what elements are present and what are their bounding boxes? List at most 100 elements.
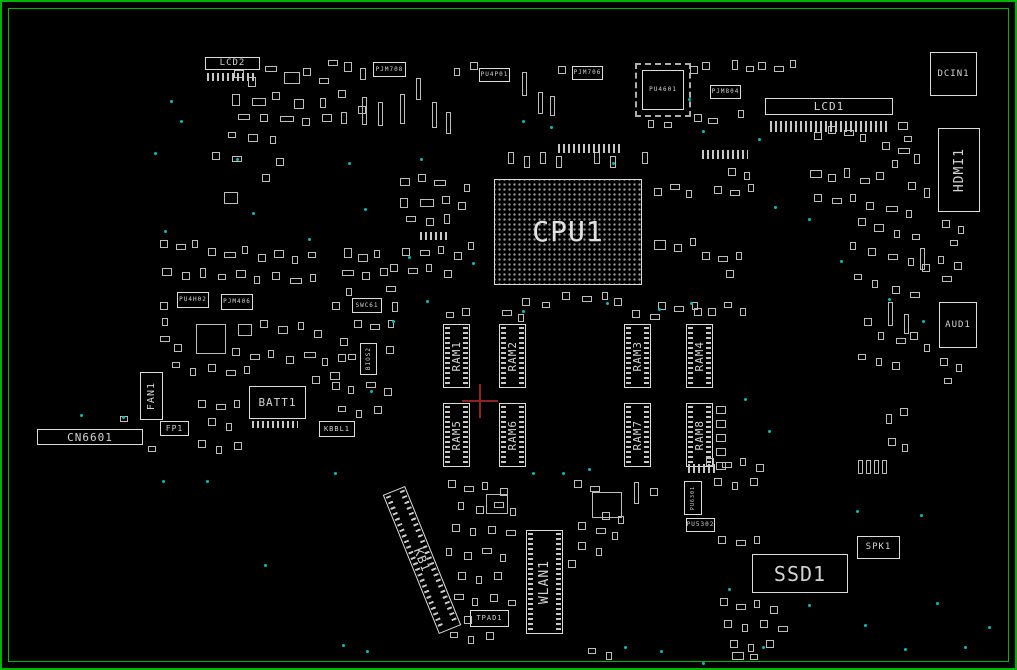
component-label-ram2: RAM2 xyxy=(506,340,519,372)
small-part xyxy=(476,576,482,584)
component-label-hdmi1: HDMI1 xyxy=(951,147,967,193)
small-part xyxy=(338,354,346,362)
small-part xyxy=(458,502,464,510)
pad-strip xyxy=(558,144,622,153)
small-part xyxy=(464,184,470,192)
component-ram3[interactable]: RAM3 xyxy=(624,324,651,388)
via-dot xyxy=(408,256,411,259)
component-ram2[interactable]: RAM2 xyxy=(499,324,526,388)
component-pjm804[interactable]: PJM804 xyxy=(710,85,741,99)
via-dot xyxy=(206,480,209,483)
component-ram4[interactable]: RAM4 xyxy=(686,324,713,388)
component-swc61[interactable]: SWC61 xyxy=(352,298,382,313)
component-hdmi1[interactable]: HDMI1 xyxy=(938,128,980,212)
small-part xyxy=(882,142,890,150)
small-part xyxy=(468,242,474,250)
small-part xyxy=(896,338,906,344)
small-part xyxy=(464,552,472,560)
small-part xyxy=(892,286,900,294)
via-dot xyxy=(550,126,553,129)
component-label-ram7: RAM7 xyxy=(631,419,644,451)
small-part xyxy=(190,368,196,376)
small-part xyxy=(236,270,246,278)
component-dcin1[interactable]: DCIN1 xyxy=(930,52,977,96)
small-part xyxy=(614,298,622,306)
component-pu4h02[interactable]: PU4H02 xyxy=(177,292,209,308)
small-part xyxy=(470,62,478,70)
small-part xyxy=(618,516,624,524)
small-part xyxy=(338,90,346,98)
small-part xyxy=(900,408,908,416)
component-label-pu6301: PU6301 xyxy=(689,485,696,511)
small-part xyxy=(902,444,908,452)
component-fp1[interactable]: FP1 xyxy=(160,421,189,436)
small-part xyxy=(176,244,186,250)
small-part xyxy=(276,158,284,166)
small-part xyxy=(596,548,602,556)
small-part xyxy=(746,66,754,72)
small-part xyxy=(366,382,376,388)
small-part xyxy=(510,508,516,516)
small-part xyxy=(814,132,822,140)
component-pu4p01[interactable]: PU4P01 xyxy=(479,68,510,82)
component-bios2[interactable]: BIOS2 xyxy=(360,343,377,375)
component-ram6[interactable]: RAM6 xyxy=(499,403,526,467)
via-dot xyxy=(856,510,859,513)
component-lcd1[interactable]: LCD1 xyxy=(765,98,893,115)
small-part xyxy=(858,354,866,360)
small-part xyxy=(654,240,666,250)
small-part xyxy=(632,310,640,318)
small-part xyxy=(694,308,702,316)
small-part xyxy=(716,448,726,456)
component-ram5[interactable]: RAM5 xyxy=(443,403,470,467)
small-part xyxy=(958,226,964,234)
small-part xyxy=(920,248,925,270)
small-part xyxy=(160,302,168,310)
component-kbbl1[interactable]: KBBL1 xyxy=(319,421,355,437)
small-part xyxy=(596,528,606,534)
small-part xyxy=(876,172,884,180)
component-wlan1[interactable]: WLAN1 xyxy=(526,530,563,634)
component-pu4601[interactable]: PU4601 xyxy=(635,63,691,117)
component-ssd1[interactable]: SSD1 xyxy=(752,554,848,593)
small-part xyxy=(160,336,170,342)
via-dot xyxy=(690,302,693,305)
component-pjm406[interactable]: PJM406 xyxy=(221,294,253,310)
via-dot xyxy=(624,646,627,649)
small-part xyxy=(594,152,600,164)
component-cpu1[interactable]: CPU1 xyxy=(494,179,642,285)
pad-strip xyxy=(688,464,716,473)
small-part xyxy=(754,600,760,608)
component-ram7[interactable]: RAM7 xyxy=(624,403,651,467)
small-part xyxy=(522,72,527,96)
small-part xyxy=(942,220,950,228)
small-part xyxy=(602,292,608,300)
component-spk1[interactable]: SPK1 xyxy=(857,536,900,559)
small-part xyxy=(568,560,576,568)
component-tpad1[interactable]: TPAD1 xyxy=(470,610,509,627)
component-fan1[interactable]: FAN1 xyxy=(140,372,163,420)
component-kb1[interactable]: KB1 xyxy=(382,485,462,635)
small-part xyxy=(716,406,726,414)
small-part xyxy=(508,152,514,164)
small-part xyxy=(732,60,738,70)
via-dot xyxy=(728,588,731,591)
component-pu5302[interactable]: PU5302 xyxy=(686,518,715,532)
component-lcd2[interactable]: LCD2 xyxy=(205,57,260,70)
component-batt1[interactable]: BATT1 xyxy=(249,386,306,419)
component-ram1[interactable]: RAM1 xyxy=(443,324,470,388)
small-part xyxy=(464,616,472,624)
small-part xyxy=(878,332,884,340)
small-part xyxy=(260,114,268,122)
small-part xyxy=(578,522,586,530)
component-pjm706[interactable]: PJM706 xyxy=(572,66,603,80)
component-pu6301[interactable]: PU6301 xyxy=(684,481,702,515)
component-pjm708[interactable]: PJM708 xyxy=(373,62,406,77)
component-cn6601[interactable]: CN6601 xyxy=(37,429,143,445)
small-part xyxy=(588,648,596,654)
small-part xyxy=(272,92,280,100)
via-dot xyxy=(420,158,423,161)
small-part xyxy=(322,358,328,366)
component-aud1[interactable]: AUD1 xyxy=(939,302,977,348)
